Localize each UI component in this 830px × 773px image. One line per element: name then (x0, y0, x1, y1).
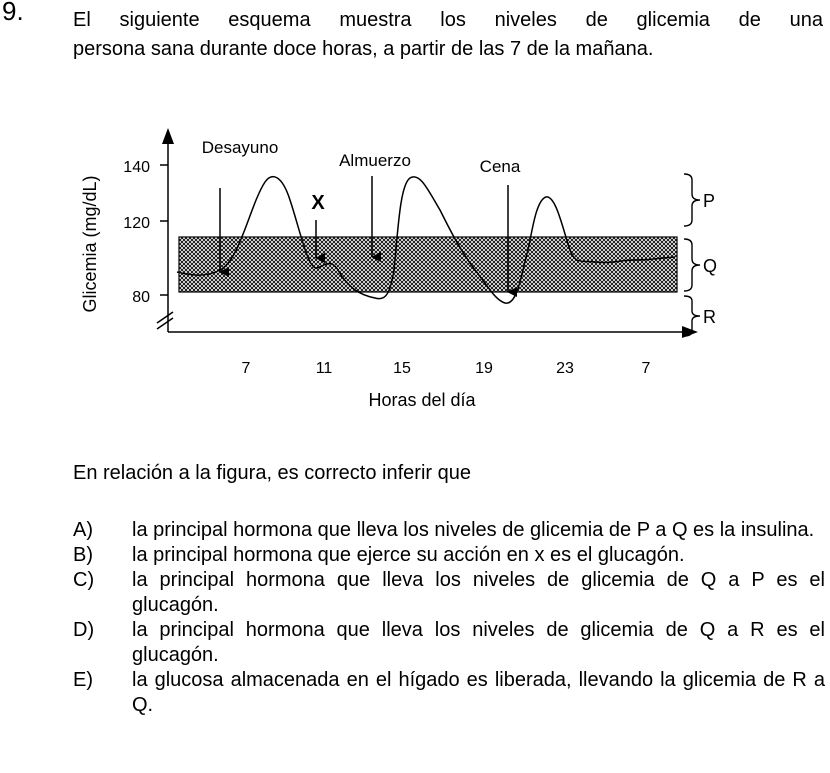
zone-q-brace (683, 238, 701, 292)
y-axis-title: Glicemia (mg/dL) (80, 175, 100, 312)
zone-p-label: P (703, 191, 715, 211)
dinner-label: Cena (480, 157, 521, 176)
option-a[interactable]: A) la principal hormona que lleva los ni… (73, 518, 825, 543)
option-text: la principal hormona que lleva los nivel… (132, 519, 815, 541)
option-text: la principal hormona que lleva los nivel… (132, 619, 825, 666)
question-number: 9. (2, 0, 24, 26)
x-axis-title: Horas del día (368, 390, 476, 410)
x-axis (168, 326, 698, 338)
stem-line-1: El siguiente esquema muestra los niveles… (73, 9, 823, 31)
zone-r-label: R (703, 307, 716, 327)
option-text: la glucosa almacenada en el hígado es li… (132, 669, 825, 716)
option-e[interactable]: E) la glucosa almacenada en el hígado es… (73, 668, 825, 718)
x-label: X (311, 192, 325, 214)
option-letter: A) (73, 519, 93, 541)
option-letter: D) (73, 619, 95, 641)
glycemia-chart: 140 120 80 7 11 15 19 23 7 Horas del día… (80, 128, 717, 410)
option-c[interactable]: C) la principal hormona que lleva los ni… (73, 568, 825, 618)
option-letter: E) (73, 669, 93, 691)
option-text: la principal hormona que lleva los nivel… (132, 569, 825, 616)
option-letter: B) (73, 544, 93, 566)
question-prompt: En relación a la figura, es correcto inf… (73, 462, 471, 484)
x-tick-23: 23 (556, 360, 574, 377)
zone-r-brace (683, 295, 701, 337)
lunch-label: Almuerzo (339, 151, 411, 170)
y-tick-140: 140 (123, 159, 150, 176)
glycemia-curve (176, 175, 676, 304)
zone-q-band (178, 236, 678, 293)
x-tick-11: 11 (316, 360, 333, 377)
option-d[interactable]: D) la principal hormona que lleva los ni… (73, 618, 825, 668)
x-tick-15: 15 (393, 360, 411, 377)
zone-p-brace (683, 173, 701, 227)
x-tick-19: 19 (475, 360, 493, 377)
option-text: la principal hormona que ejerce su acció… (132, 544, 685, 566)
x-tick-7b: 7 (642, 360, 651, 377)
stem-line-2: persona sana durante doce horas, a parti… (73, 38, 654, 60)
answer-options: A) la principal hormona que lleva los ni… (73, 518, 825, 718)
option-letter: C) (73, 569, 95, 591)
option-b[interactable]: B) la principal hormona que ejerce su ac… (73, 543, 825, 568)
zone-q-label: Q (703, 256, 717, 276)
y-tick-120: 120 (123, 215, 150, 232)
y-tick-80: 80 (132, 289, 150, 306)
y-axis (156, 128, 174, 332)
x-tick-7: 7 (242, 360, 251, 377)
breakfast-label: Desayuno (202, 138, 279, 157)
question-stem: El siguiente esquema muestra los niveles… (73, 6, 823, 64)
